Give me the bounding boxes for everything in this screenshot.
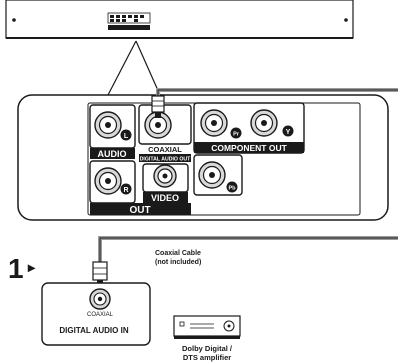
- cable-label-line2: (not included): [155, 259, 201, 266]
- audio-r-jack: R: [89, 160, 136, 204]
- rear-jack-cluster-icon: [107, 12, 151, 30]
- out-label: OUT: [129, 205, 150, 216]
- receiver-panel-closeup: COAXIAL DIGITAL AUDIO IN: [41, 282, 151, 346]
- amplifier-label-line2: DTS amplifier: [183, 353, 231, 362]
- jack-letter-pb: Pb: [228, 186, 236, 192]
- cable-label-line1: Coaxial Cable: [155, 250, 201, 257]
- coaxial-plug-icon: [92, 261, 108, 281]
- component-y-jack: Y: [250, 109, 294, 137]
- cable-upper: [151, 88, 398, 118]
- step-number: 1: [8, 253, 24, 284]
- zoom-callout: [107, 40, 161, 96]
- component-out-label: COMPONENT OUT: [211, 143, 287, 153]
- step-arrow-icon: ▸: [27, 259, 36, 275]
- jack-letter-pr: Pr: [233, 132, 240, 138]
- amplifier-label-line1: Dolby Digital /: [182, 344, 233, 353]
- amplifier-icon: [173, 315, 241, 339]
- dvd-player: [5, 0, 354, 39]
- coaxial-plug-icon: [151, 95, 165, 113]
- component-pr-jack: Pr: [200, 109, 242, 139]
- cable-lower: [92, 236, 398, 287]
- digital-audio-in-label: DIGITAL AUDIO IN: [59, 326, 128, 335]
- screw-icon: [12, 18, 16, 22]
- component-pb-jack: Pb: [193, 154, 243, 196]
- screw-icon: [344, 18, 348, 22]
- coaxial-out-jack: [138, 104, 192, 145]
- audio-label: AUDIO: [98, 149, 127, 159]
- jack-letter-l: L: [124, 133, 129, 140]
- video-jack: [142, 163, 189, 193]
- digital-audio-out-label: DIGITAL AUDIO OUT: [140, 157, 191, 163]
- coaxial-label: COAXIAL: [148, 145, 182, 154]
- rear-panel-closeup: L AUDIO R OUT COAXIAL DIGITAL AUDIO OUT: [17, 94, 389, 221]
- jack-letter-y: Y: [286, 129, 291, 136]
- video-label: VIDEO: [151, 193, 179, 203]
- receiver-coaxial-label: COAXIAL: [87, 312, 114, 318]
- jack-letter-r: R: [123, 187, 128, 194]
- audio-l-jack: L: [89, 104, 136, 149]
